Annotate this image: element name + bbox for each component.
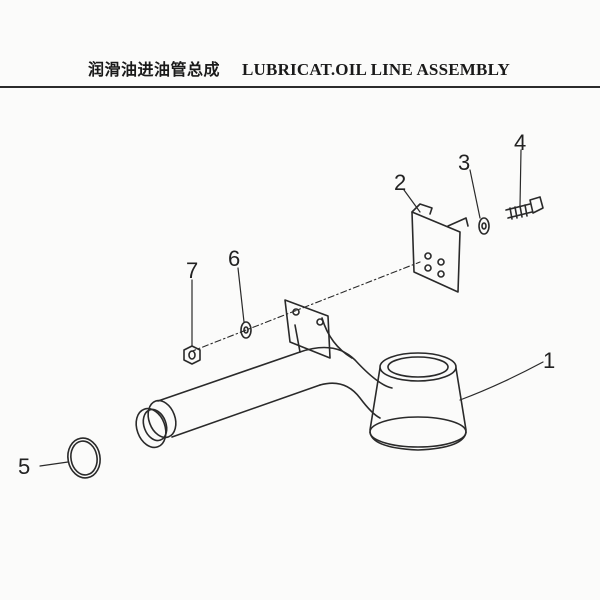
leader-2 [403,189,421,213]
part-washer-3 [478,217,490,235]
callout-6: 6 [228,246,240,271]
leader-5 [39,461,69,467]
leader-lines [39,149,544,467]
part-nut-7 [183,345,201,365]
callout-1: 1 [543,348,555,373]
title-row: 润滑油进油管总成 LUBRICAT.OIL LINE ASSEMBLY [88,56,588,80]
part-o-ring-5 [67,437,101,479]
part-washer-6 [240,321,252,339]
callout-2: 2 [394,170,406,195]
header-rule [0,86,600,88]
leader-3 [469,169,481,219]
part-mounting-bracket [411,203,469,293]
leader-4 [519,149,522,207]
part-bolt-4 [505,196,544,220]
callout-5: 5 [18,454,30,479]
leader-1 [459,361,544,401]
title-chinese: 润滑油进油管总成 [88,60,221,79]
callout-3: 3 [458,150,470,175]
callout-4: 4 [514,130,526,155]
callout-7: 7 [186,258,198,283]
part-oil-pickup-tube [135,299,467,451]
leader-6 [237,267,245,323]
title-english: LUBRICAT.OIL LINE ASSEMBLY [242,60,511,79]
